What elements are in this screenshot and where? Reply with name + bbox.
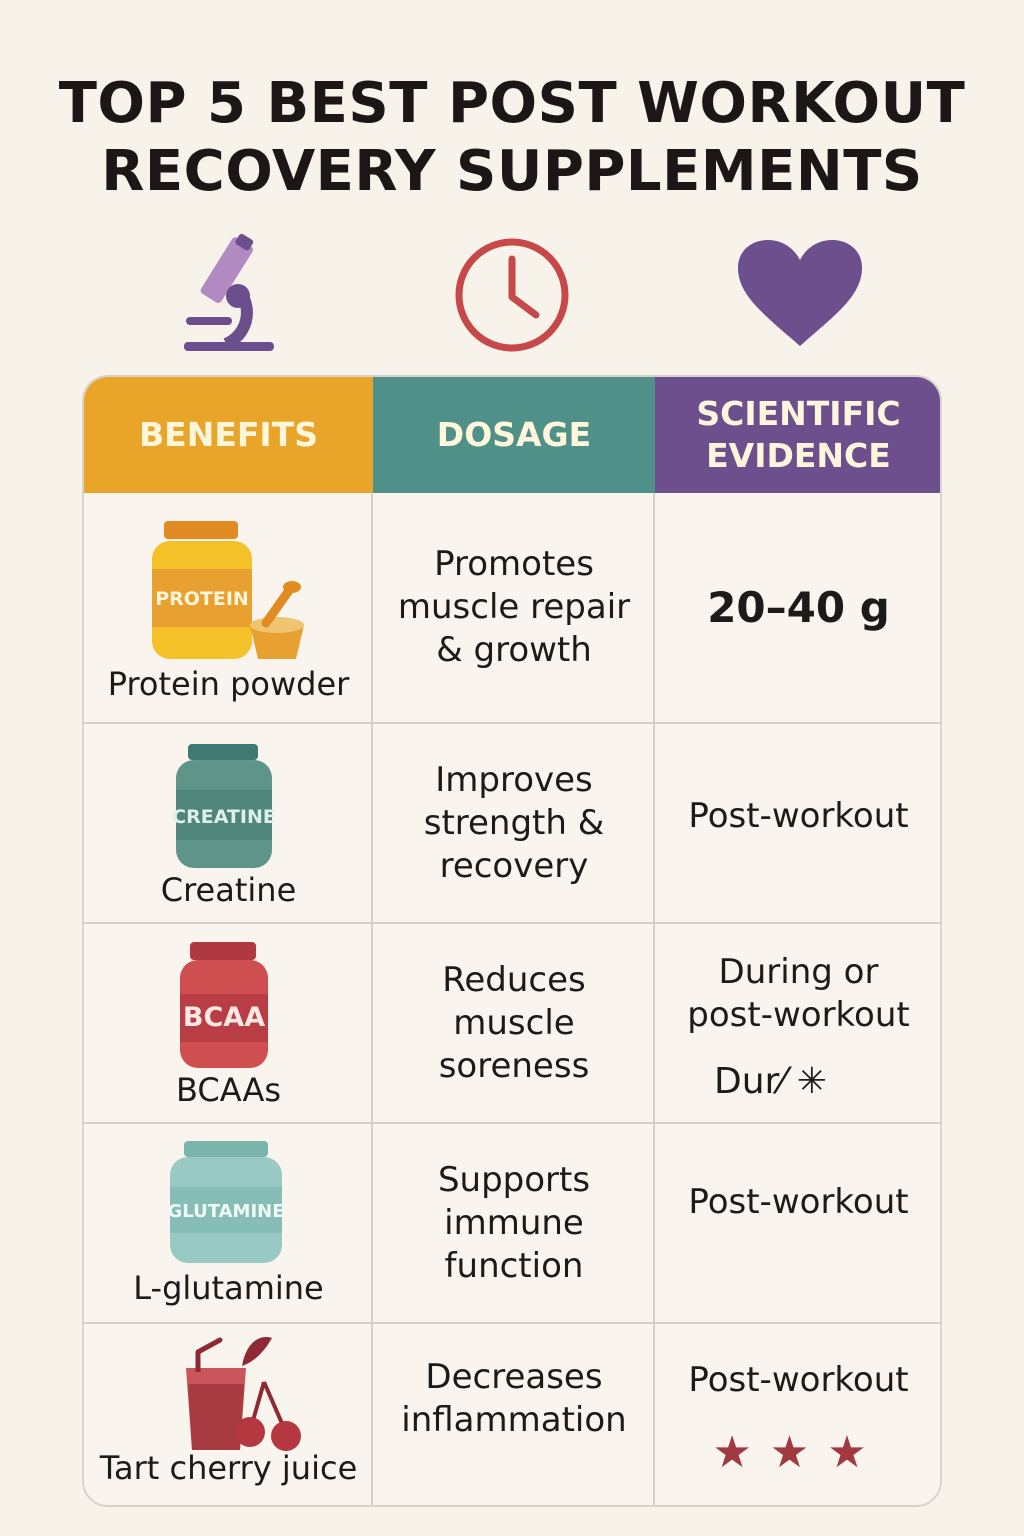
benefit-line: Decreases bbox=[425, 1357, 603, 1397]
jar-label: PROTEIN bbox=[155, 588, 249, 610]
page-title: TOP 5 BEST POST WORKOUT RECOVERY SUPPLEM… bbox=[0, 70, 1024, 206]
benefit-cell: Decreases inflammation bbox=[373, 1339, 655, 1459]
dose-line: post-workout bbox=[687, 995, 910, 1035]
glutamine-jar-icon: GLUTAMINE bbox=[168, 1141, 285, 1263]
column-divider bbox=[371, 493, 373, 1505]
clock-icon bbox=[455, 238, 569, 352]
column-divider bbox=[653, 493, 655, 1505]
header-evidence: SCIENTIFIC EVIDENCE bbox=[655, 377, 940, 493]
benefit-line: strength & bbox=[423, 802, 605, 843]
bcaa-jar-icon: BCAA bbox=[180, 942, 268, 1068]
supplement-name: BCAAs bbox=[175, 1071, 282, 1109]
benefit-cell: Reduces muscle soreness bbox=[373, 924, 655, 1122]
benefit-line: muscle repair bbox=[397, 587, 631, 627]
benefit-line: Promotes bbox=[434, 544, 594, 584]
title-line-1: TOP 5 BEST POST WORKOUT bbox=[58, 71, 966, 136]
benefit-line: recovery bbox=[439, 845, 589, 886]
benefit-line: Improves bbox=[435, 759, 593, 800]
jar-label: BCAA bbox=[183, 1002, 265, 1033]
heart-icon bbox=[738, 240, 862, 346]
supplement-name: L-glutamine bbox=[133, 1269, 324, 1307]
dose-cell: Post-workout bbox=[655, 1355, 940, 1405]
creatine-jar-icon: CREATINE bbox=[172, 744, 276, 868]
dose-cell: During or post-workout bbox=[655, 949, 940, 1039]
header-benefits: BENEFITS bbox=[84, 377, 373, 493]
dose-value: Post-workout bbox=[688, 1359, 909, 1400]
row-divider bbox=[84, 922, 940, 924]
supplement-name: Tart cherry juice bbox=[99, 1449, 358, 1487]
microscope-icon bbox=[184, 233, 274, 351]
benefit-cell: Supports immune function bbox=[373, 1124, 655, 1322]
dose-cell: Post-workout bbox=[655, 724, 940, 908]
benefit-line: inflammation bbox=[401, 1400, 627, 1440]
benefit-line: Reduces bbox=[442, 959, 586, 1000]
benefit-line: function bbox=[444, 1245, 584, 1286]
supplements-table: BENEFITS DOSAGE SCIENTIFIC EVIDENCE PROT… bbox=[82, 375, 942, 1507]
dose-value: 20–40 g bbox=[707, 583, 890, 632]
dose-value: Post-workout bbox=[688, 1181, 909, 1222]
jar-label: CREATINE bbox=[172, 806, 276, 828]
dose-cell: 20–40 g bbox=[655, 493, 940, 722]
dose-line: During or bbox=[718, 952, 879, 992]
header-dosage-label: DOSAGE bbox=[436, 415, 592, 454]
benefit-line: immune bbox=[444, 1202, 584, 1243]
rating-stars: ★★★ bbox=[712, 1427, 885, 1478]
header-evidence-line-2: EVIDENCE bbox=[706, 436, 891, 475]
benefit-line: & growth bbox=[436, 630, 592, 670]
header-evidence-line-1: SCIENTIFIC bbox=[696, 394, 901, 433]
row-divider bbox=[84, 1322, 940, 1324]
supplement-name: Protein powder bbox=[107, 665, 350, 703]
dose-value: Post-workout bbox=[688, 795, 909, 836]
header-benefits-label: BENEFITS bbox=[139, 415, 318, 454]
header-dosage: DOSAGE bbox=[373, 377, 655, 493]
protein-jar-icon: PROTEIN bbox=[152, 521, 304, 659]
evidence-marks: Dur⁄ ✳ bbox=[714, 1061, 827, 1102]
title-line-2: RECOVERY SUPPLEMENTS bbox=[101, 139, 923, 204]
cherry-juice-icon bbox=[186, 1337, 301, 1451]
row-divider bbox=[84, 1122, 940, 1124]
benefit-line: soreness bbox=[438, 1045, 590, 1086]
benefit-cell: Improves strength & recovery bbox=[373, 724, 655, 922]
benefit-line: Supports bbox=[437, 1159, 591, 1200]
row-divider bbox=[84, 722, 940, 724]
benefit-line: muscle bbox=[453, 1002, 575, 1043]
supplement-name: Creatine bbox=[160, 871, 297, 909]
benefit-cell: Promotes muscle repair & growth bbox=[373, 493, 655, 722]
jar-label: GLUTAMINE bbox=[168, 1201, 285, 1222]
dose-cell: Post-workout bbox=[655, 1157, 940, 1247]
